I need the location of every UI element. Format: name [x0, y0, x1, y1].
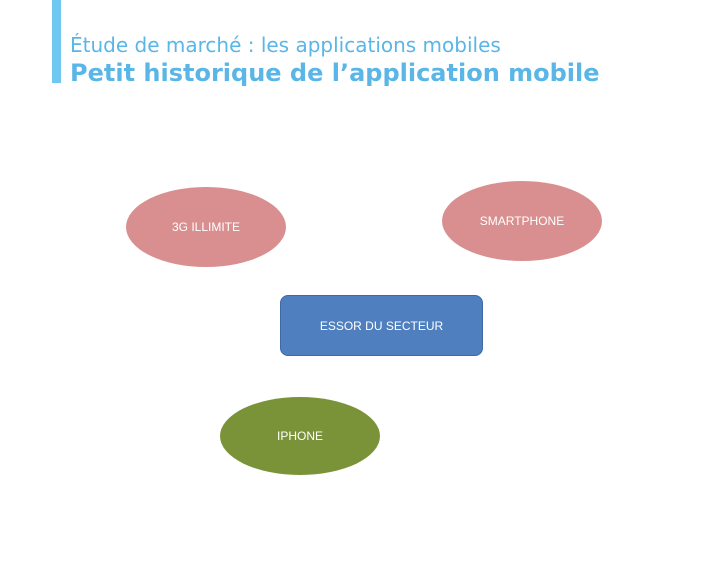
node-iphone: IPHONE — [220, 397, 380, 475]
header-accent-bar — [52, 0, 61, 83]
node-3g-illimite-label: 3G ILLIMITE — [171, 220, 241, 234]
slide-subtitle: Étude de marché : les applications mobil… — [70, 33, 501, 57]
slide-title: Petit historique de l’application mobile — [70, 59, 600, 87]
node-3g-illimite: 3G ILLIMITE — [126, 187, 286, 267]
node-iphone-label: IPHONE — [276, 429, 323, 443]
node-essor-label: ESSOR DU SECTEUR — [319, 318, 444, 333]
node-essor-du-secteur: ESSOR DU SECTEUR — [280, 295, 483, 356]
node-smartphone-label: SMARTPHONE — [479, 214, 565, 228]
node-smartphone: SMARTPHONE — [442, 181, 602, 261]
